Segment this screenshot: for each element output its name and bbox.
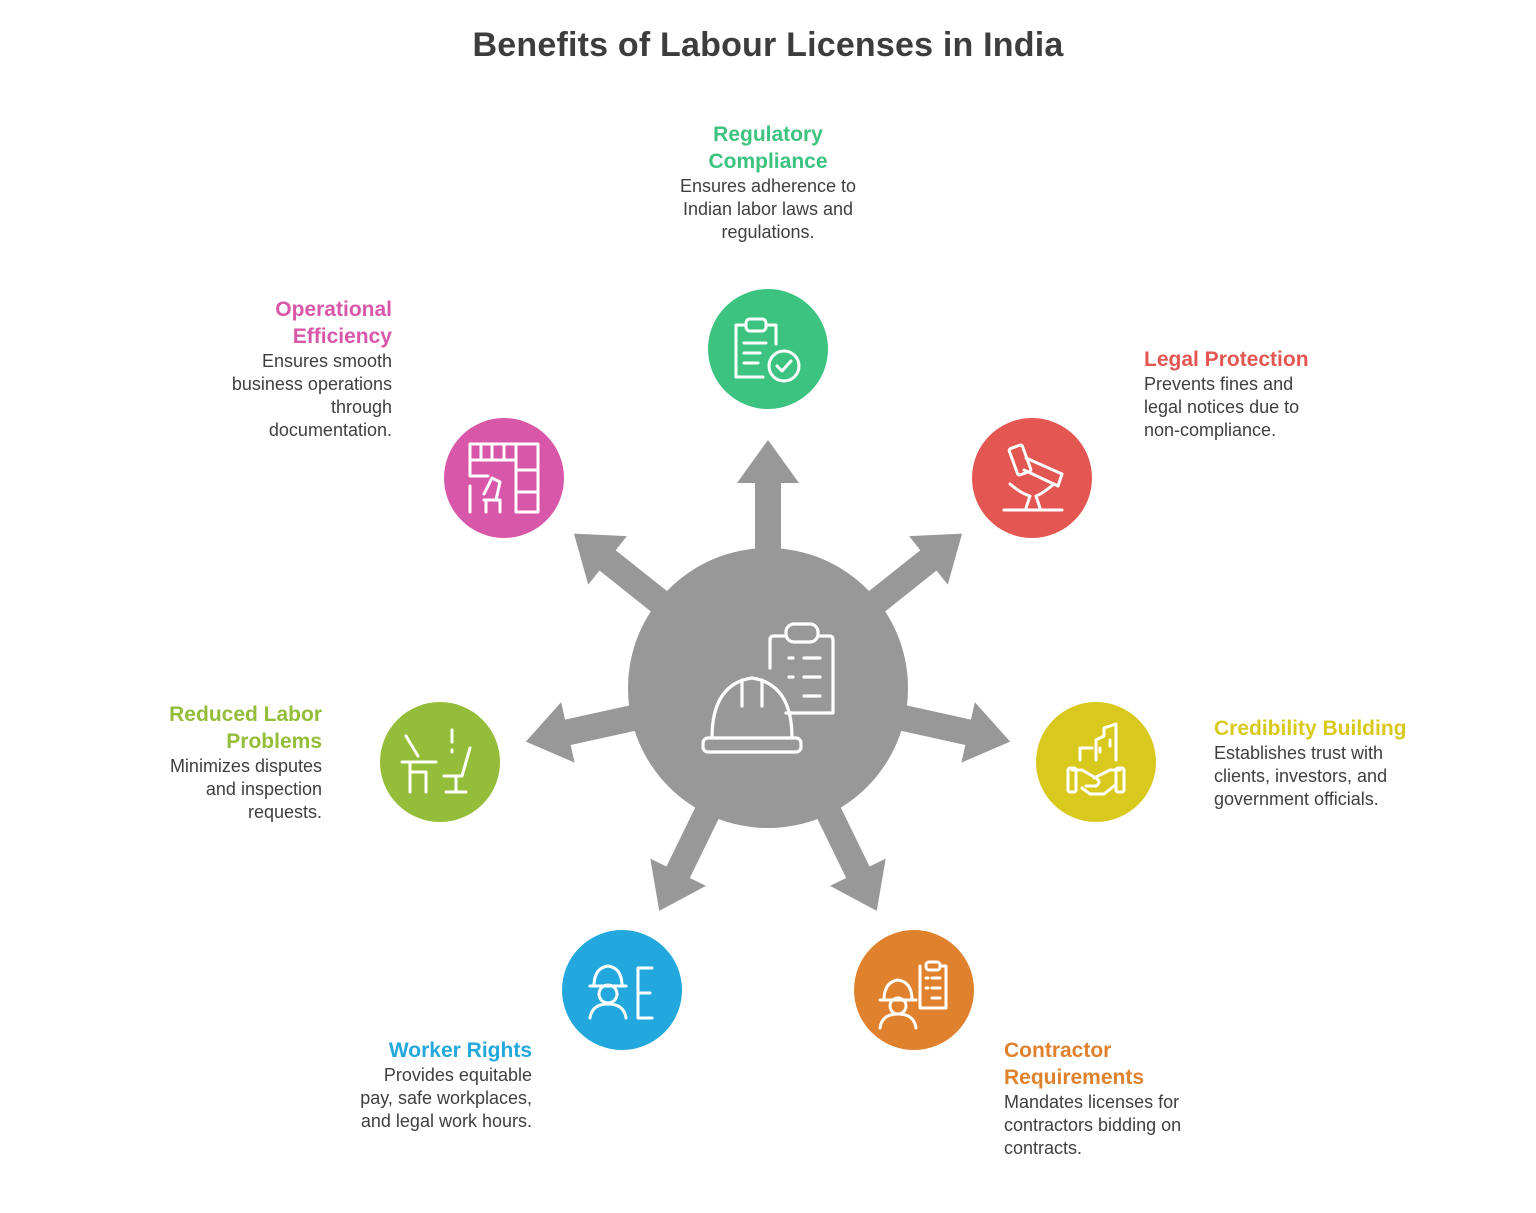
reduced-labor-problems-circle xyxy=(380,702,500,822)
clipboard-check-icon xyxy=(734,317,801,383)
reduced-labor-problems-label: Reduced Labor Problems Minimizes dispute… xyxy=(82,701,322,824)
legal-protection-label: Legal Protection Prevents fines and lega… xyxy=(1144,346,1384,442)
worker-rights-label: Worker Rights Provides equitable pay, sa… xyxy=(292,1037,532,1133)
worker-rights-heading: Worker Rights xyxy=(388,1039,532,1062)
clipboard-icon xyxy=(768,622,835,715)
diagram-title: Benefits of Labour Licenses in India xyxy=(472,26,1064,64)
regulatory-compliance-heading: Regulatory Compliance xyxy=(708,123,828,173)
central-hub xyxy=(628,548,908,828)
handshake-building-icon xyxy=(1066,722,1126,796)
reduced-labor-problems-description: Minimizes disputes and inspection reques… xyxy=(169,756,322,822)
desk-chair-icon xyxy=(400,728,472,794)
regulatory-compliance-label: Regulatory Compliance Ensures adherence … xyxy=(648,121,888,244)
operational-efficiency-heading: Operational Efficiency xyxy=(275,298,392,348)
worker-rights-description: Provides equitable pay, safe workplaces,… xyxy=(360,1065,532,1131)
legal-protection-description: Prevents fines and legal notices due to … xyxy=(1144,374,1300,440)
regulatory-compliance-description: Ensures adherence to Indian labor laws a… xyxy=(679,176,857,242)
worker-rights-circle xyxy=(562,930,682,1050)
regulatory-compliance-circle xyxy=(708,289,828,409)
worker-icon xyxy=(588,964,654,1020)
office-layout-icon xyxy=(468,442,540,514)
contractor-requirements-circle xyxy=(854,930,974,1050)
legal-protection-heading: Legal Protection xyxy=(1144,348,1309,371)
credibility-building-description: Establishes trust with clients, investor… xyxy=(1214,743,1388,809)
hard-hat-icon xyxy=(701,676,803,754)
legal-protection-circle xyxy=(972,418,1092,538)
credibility-building-heading: Credibility Building xyxy=(1214,717,1407,740)
contractor-requirements-description: Mandates licenses for contractors biddin… xyxy=(1004,1092,1182,1158)
reduced-labor-problems-heading: Reduced Labor Problems xyxy=(169,703,322,753)
operational-efficiency-label: Operational Efficiency Ensures smooth bu… xyxy=(152,296,392,442)
credibility-building-label: Credibility Building Establishes trust w… xyxy=(1214,715,1474,811)
credibility-building-circle xyxy=(1036,702,1156,822)
contractor-requirements-heading: Contractor Requirements xyxy=(1004,1039,1145,1089)
worker-clipboard-icon xyxy=(878,960,948,1030)
contractor-requirements-label: Contractor Requirements Mandates license… xyxy=(1004,1037,1244,1160)
operational-efficiency-description: Ensures smooth business operations throu… xyxy=(231,351,392,440)
gavel-icon xyxy=(1002,443,1064,512)
operational-efficiency-circle xyxy=(444,418,564,538)
